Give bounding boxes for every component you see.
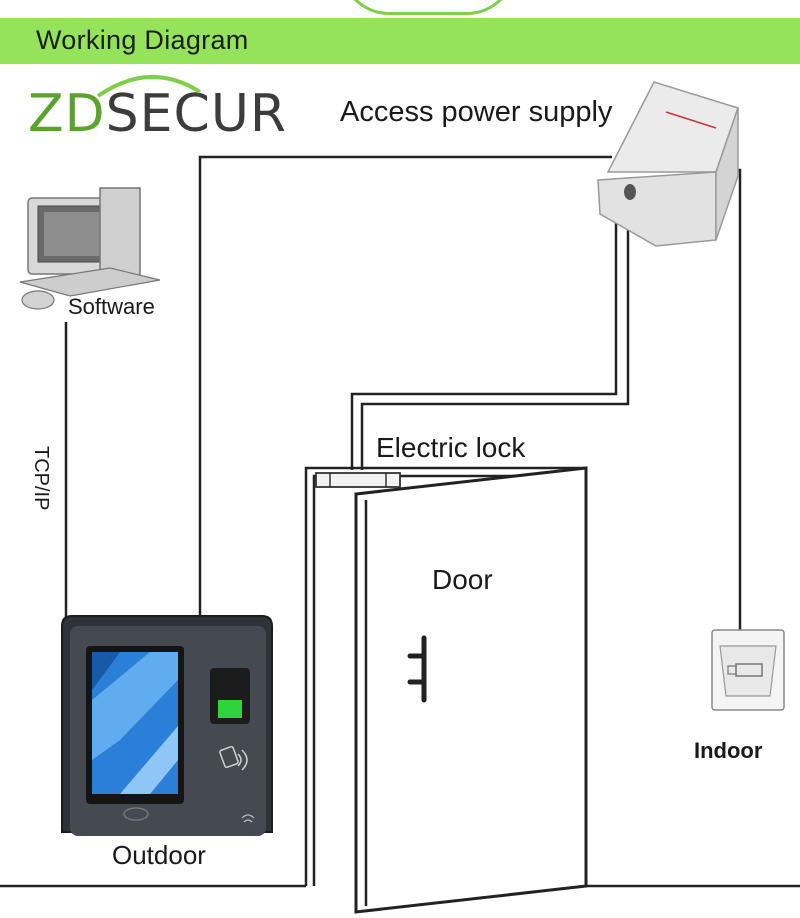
door-handle-icon [407, 635, 427, 703]
logo-prefix: ZD [28, 84, 106, 144]
wire-terminal-psu [198, 155, 612, 620]
wire-psu-exit [716, 168, 742, 630]
door-label: Door [432, 564, 493, 595]
exit-button-icon [711, 629, 785, 711]
outdoor-label: Outdoor [112, 840, 206, 870]
power-supply-box [597, 81, 739, 247]
header-band [0, 18, 800, 64]
logo-swoosh [96, 74, 202, 98]
door-leaf [354, 466, 588, 914]
access-terminal [61, 615, 273, 836]
wire-psu-lock-a [350, 220, 618, 470]
electric-lock-label: Electric lock [376, 432, 526, 463]
brand-logo: ZDSECUR [28, 84, 287, 144]
rfid-card-icon [219, 745, 248, 771]
power-supply-label: Access power supply [340, 96, 613, 128]
logo-suffix: SECUR [105, 84, 288, 144]
home-button [123, 807, 149, 821]
electric-lock [315, 472, 401, 488]
indoor-label: Indoor [694, 738, 763, 763]
wire-psu-lock-b [360, 220, 630, 470]
software-label: Software [68, 294, 155, 319]
header-title: Working Diagram [36, 25, 249, 55]
tcpip-label: TCP/IP [30, 446, 52, 511]
computer-icon [19, 187, 161, 310]
fingerprint-sensor [218, 700, 242, 718]
wifi-icon [241, 814, 255, 823]
